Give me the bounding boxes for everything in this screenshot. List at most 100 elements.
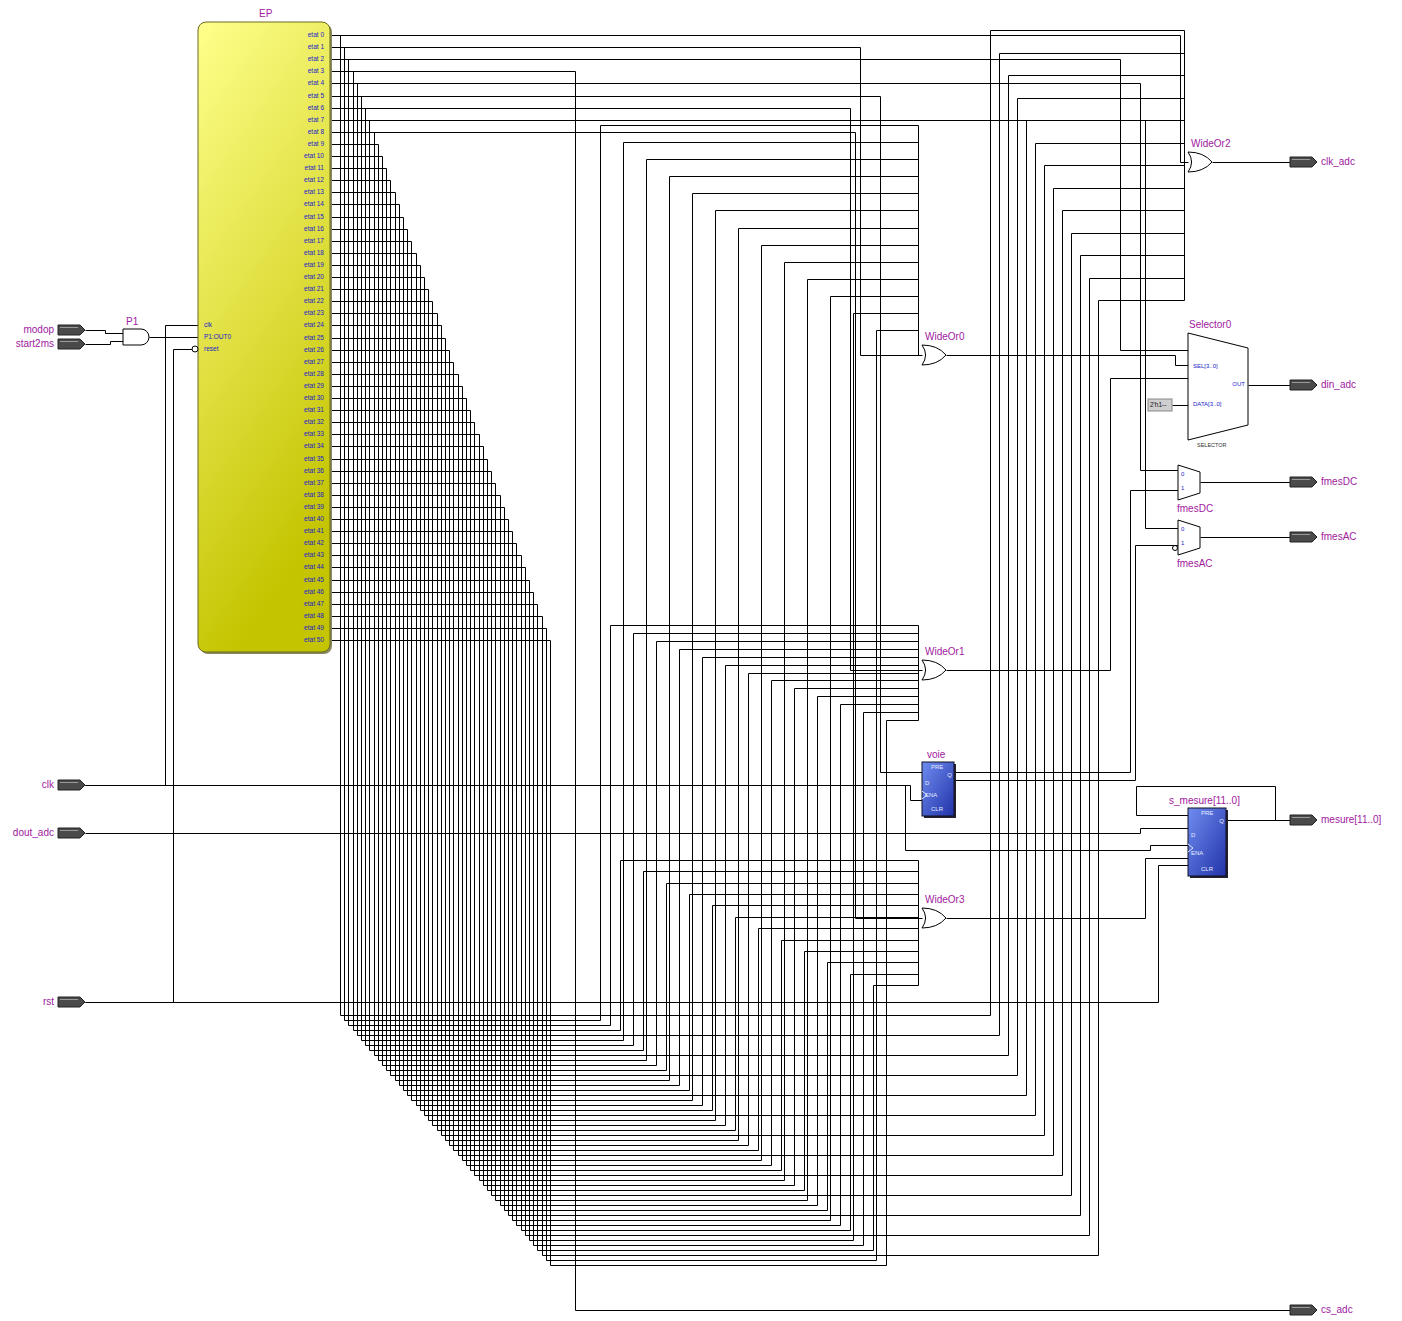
bus-wire [330, 556, 919, 1231]
pin-name: CLR [1201, 866, 1213, 874]
port-symbol [58, 997, 85, 1007]
port-highlight [1292, 534, 1310, 535]
output-port: cs_adc [1290, 1305, 1317, 1315]
bus-wire [330, 256, 1185, 1216]
signal-wire [331, 109, 923, 671]
bus-wire [919, 126, 923, 356]
output-port: fmesDC [1290, 477, 1317, 487]
pin-name: etat 44 [304, 563, 324, 571]
signal-wire [331, 84, 1179, 471]
bus-wire [330, 593, 919, 1246]
and-gate: P1 [123, 329, 149, 345]
block-label: din_adc [1320, 378, 1357, 391]
pin-name: etat 19 [304, 261, 324, 269]
block-label: s_mesure[11..0] [1168, 794, 1241, 807]
bus-wire [1137, 787, 1276, 821]
shape-outline [1290, 1305, 1317, 1315]
port-symbol [1290, 1305, 1317, 1315]
pin-name: 2'h1-- [1150, 401, 1166, 409]
input-port: clk [58, 780, 85, 790]
pin-name: OUT [1232, 381, 1245, 389]
signal-wire [86, 331, 124, 334]
register: voiePREQDENACLR [922, 762, 954, 816]
pin-name: etat 17 [304, 237, 324, 245]
pin-name: etat 25 [304, 334, 324, 342]
pin-name: SEL[3..0] [1193, 363, 1218, 371]
port-symbol [1290, 157, 1317, 167]
signal-wire [86, 342, 124, 345]
pin-name: etat 4 [308, 79, 324, 87]
signal-wire [1173, 405, 1189, 406]
bus-wire [1185, 31, 1189, 301]
pin-name: etat 35 [304, 455, 324, 463]
block-label: EP [258, 7, 273, 20]
multiplexer: 01fmesAC [1178, 520, 1200, 555]
port-symbol [1290, 380, 1317, 390]
pin-name: etat 20 [304, 273, 324, 281]
mux-symbol [1178, 465, 1200, 500]
block-label: P1 [125, 315, 139, 328]
port-highlight [60, 782, 78, 783]
signal-wire [331, 133, 923, 919]
pin-name: etat 24 [304, 321, 324, 329]
pin-name: PRE [1201, 810, 1213, 818]
pin-name: etat 38 [304, 491, 324, 499]
signal-wire [947, 859, 1189, 919]
pin-name: etat 16 [304, 225, 324, 233]
register: s_mesure[11..0]PREQDENACLR [1188, 808, 1226, 876]
block-label: fmesAC [1320, 530, 1358, 543]
signal-wire [331, 36, 1189, 163]
selector-block: Selector0SEL[3..0]DATA[3..0]OUTSELECTOR [1188, 333, 1248, 440]
signal-wire [86, 326, 199, 786]
signal-wire [331, 97, 923, 773]
output-port: clk_adc [1290, 157, 1317, 167]
pin-name: Q [947, 772, 952, 780]
port-highlight [60, 999, 78, 1000]
port-highlight [1292, 159, 1310, 160]
shape-outline [922, 345, 946, 365]
input-port: modop [58, 325, 85, 335]
signal-wire [331, 121, 1179, 529]
pin-name: etat 27 [304, 358, 324, 366]
or-gate: WideOr1 [922, 660, 946, 680]
port-symbol [58, 325, 85, 335]
port-symbol [58, 780, 85, 790]
shape-outline [58, 828, 85, 838]
input-port: start2ms [58, 339, 85, 349]
bus-wire [330, 279, 1185, 1236]
block-label: WideOr0 [924, 330, 965, 343]
pin-name: etat 28 [304, 370, 324, 378]
block-label: cs_adc [1320, 1303, 1354, 1316]
pin-name: etat 36 [304, 467, 324, 475]
pin-name: etat 39 [304, 503, 324, 511]
input-port: dout_adc [58, 828, 85, 838]
pin-name: etat 49 [304, 624, 324, 632]
shape-outline [1290, 532, 1317, 542]
signal-wire [331, 48, 923, 356]
port-highlight [60, 341, 78, 342]
port-highlight [1292, 479, 1310, 480]
block-body [198, 22, 330, 652]
pin-name: CLR [931, 806, 943, 814]
pin-name: etat 40 [304, 515, 324, 523]
shape-outline [1178, 520, 1200, 555]
pin-name: etat 0 [308, 31, 324, 39]
port-symbol [1290, 532, 1317, 542]
pin-name: etat 45 [304, 576, 324, 584]
shape-outline [123, 329, 149, 345]
port-symbol [58, 828, 85, 838]
mux-symbol [1178, 520, 1200, 555]
shape-outline [1290, 157, 1317, 167]
block-label: start2ms [15, 337, 55, 350]
bus-wire [330, 234, 1185, 1196]
pin-name: etat 34 [304, 442, 324, 450]
shape-outline [1290, 815, 1317, 825]
or-gate-symbol [922, 660, 946, 680]
pin-name: etat 12 [304, 176, 324, 184]
bus-wire [330, 641, 919, 1266]
pin-name: 1 [1181, 485, 1184, 493]
block-label: mesure[11..0] [1320, 813, 1382, 826]
shape-outline [1290, 380, 1317, 390]
signal-wire [86, 786, 923, 801]
pin-name: etat 48 [304, 612, 324, 620]
